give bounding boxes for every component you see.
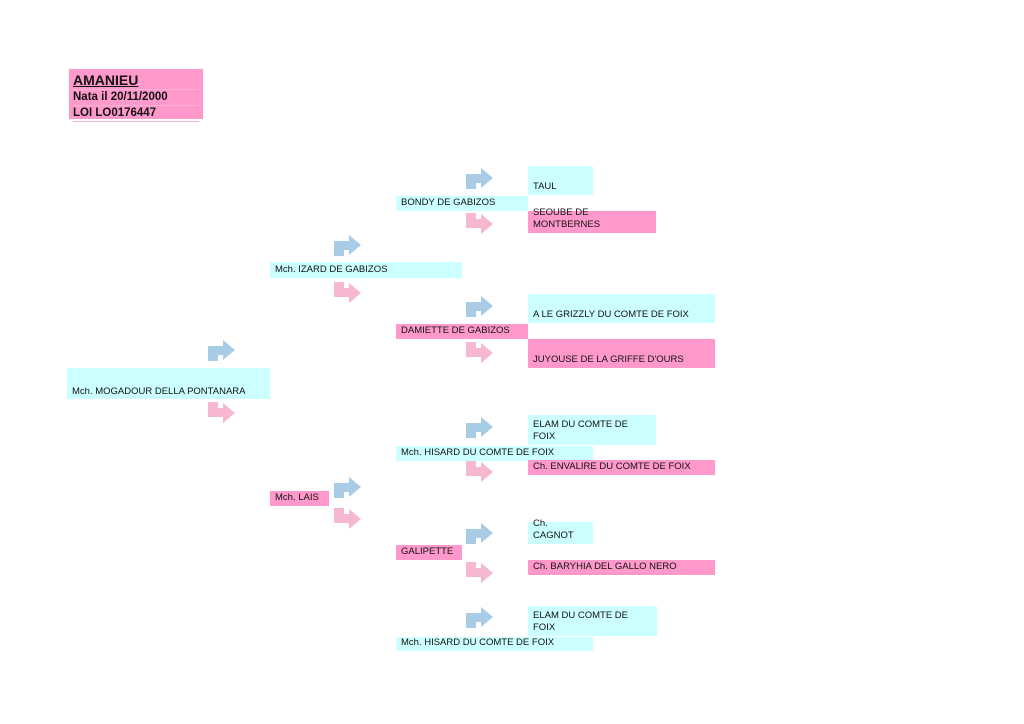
sire-arrow-icon (334, 235, 361, 256)
ancestor-box: A LE GRIZZLY DU COMTE DE FOIX (528, 294, 715, 323)
granddam-box: DAMIETTE DE GABIZOS (396, 324, 528, 339)
ancestor-box: ELAM DU COMTE DE FOIX (528, 606, 657, 636)
dam-arrow-icon (466, 342, 493, 363)
sire-arrow-icon (466, 417, 493, 438)
ancestor-box: Ch. CAGNOT (528, 518, 593, 544)
sire-box: Mch. IZARD DE GABIZOS (270, 262, 462, 278)
ancestor-box: ELAM DU COMTE DE FOIX (528, 415, 656, 445)
grandsire-box: Mch. HISARD DU COMTE DE FOIX (396, 446, 593, 461)
grandsire-box: Mch. HISARD DU COMTE DE FOIX (396, 637, 593, 651)
ancestor-box: Ch. BARYHIA DEL GALLO NERO (528, 560, 715, 575)
birth-date: Nata il 20/11/2000 (73, 90, 199, 106)
sire-arrow-icon (466, 523, 493, 544)
grandsire-box: BONDY DE GABIZOS (396, 196, 528, 211)
sire-arrow-icon (466, 607, 493, 628)
sire-arrow-icon (334, 477, 361, 498)
dog-name: AMANIEU (73, 71, 199, 90)
dam-box: Mch. LAIS (270, 491, 329, 506)
dam-arrow-icon (466, 562, 493, 583)
dog-header: AMANIEU Nata il 20/11/2000 LOI LO0176447 (69, 69, 203, 122)
subject-box: Mch. MOGADOUR DELLA PONTANARA (67, 368, 270, 399)
granddam-box: GALIPETTE (396, 545, 462, 560)
sire-arrow-icon (208, 340, 235, 361)
ancestor-box: SEOUBE DE MONTBERNES (528, 207, 656, 233)
dam-arrow-icon (334, 508, 361, 529)
loi-number: LOI LO0176447 (73, 106, 199, 122)
dam-arrow-icon (334, 282, 361, 303)
dam-arrow-icon (208, 402, 235, 423)
ancestor-box: Ch. ENVALIRE DU COMTE DE FOIX (528, 460, 715, 475)
ancestor-box: TAUL (528, 166, 593, 195)
sire-arrow-icon (466, 296, 493, 317)
dam-arrow-icon (466, 461, 493, 482)
ancestor-box: JUYOUSE DE LA GRIFFE D'OURS (528, 339, 715, 368)
sire-arrow-icon (466, 168, 493, 189)
dam-arrow-icon (466, 213, 493, 234)
